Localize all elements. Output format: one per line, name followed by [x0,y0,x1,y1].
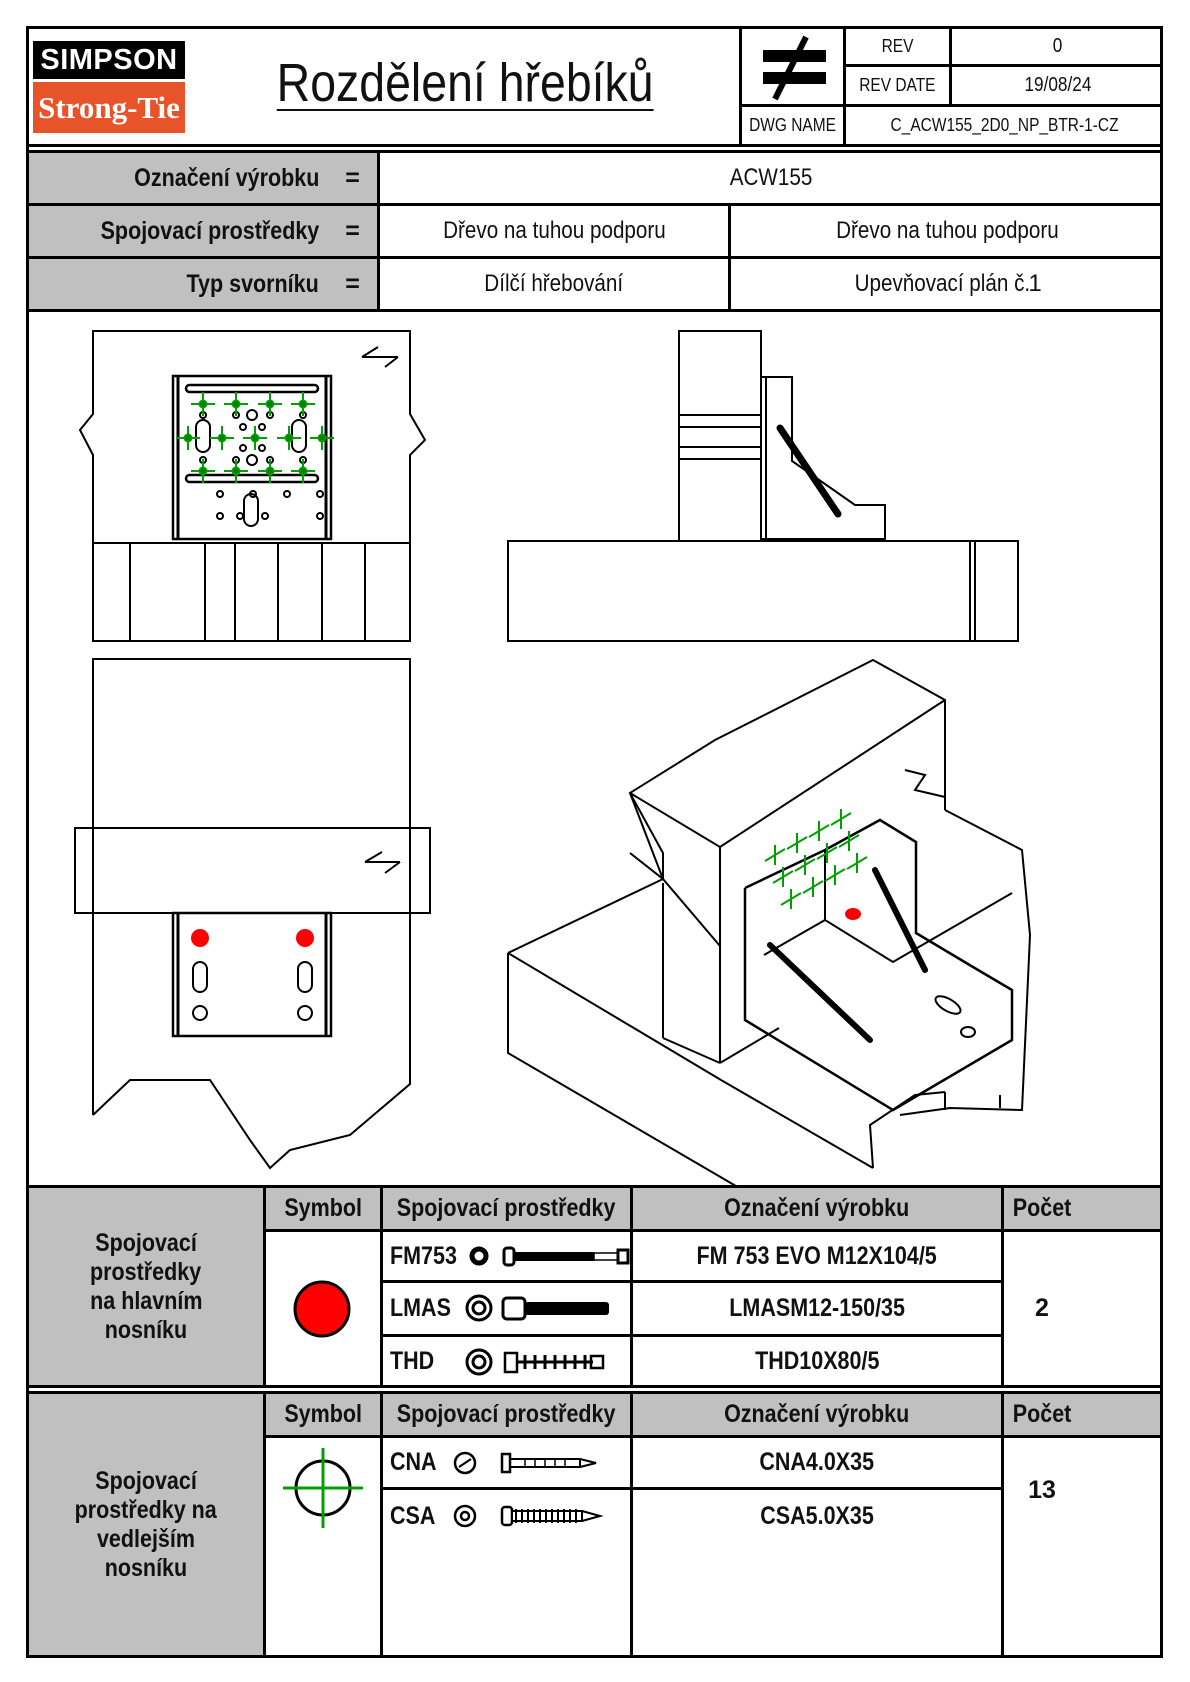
product-code: CSA5.0X35 [760,1501,874,1530]
dwg-name-label: DWG NAME [749,115,836,135]
hex-bolt-icon [463,1294,613,1323]
column-header-count: Počet [1012,1194,1072,1222]
not-equal-icon [742,29,843,104]
red-fastener-dot [191,929,209,947]
column-header-count: Počet [1012,1400,1072,1428]
product-code: FM 753 EVO M12X104/5 [696,1241,938,1270]
concrete-screw-icon [463,1348,613,1376]
red-dot-icon [293,1280,351,1338]
logo-strong-tie: Strong-Tie [33,82,185,133]
green-fastener-marker [786,833,808,853]
product-code: LMASM12-150/35 [729,1294,905,1322]
table-header-main-bg [266,1188,1160,1230]
rev-label: REV [881,36,914,56]
plan-view [74,658,431,1170]
front-view [78,330,427,642]
fastener-count-main: 2 [1035,1294,1049,1322]
product-code: THD10X80/5 [754,1346,880,1375]
column-header-fasteners: Spojovací prostředky [397,1400,616,1428]
section-label-secondary: Spojovací prostředky na vedlejším nosník… [74,1466,218,1582]
fastener-code: LMAS [390,1294,451,1322]
green-fastener-marker [291,459,315,483]
equals-sign: = [345,163,360,192]
red-fastener-dot [296,929,314,947]
green-fastener-marker [224,392,248,416]
green-fastener-marker [780,889,802,909]
fastener-code: CNA [390,1448,437,1476]
fastener-value-secondary: Dřevo na tuhou podporu [835,217,1059,244]
equals-sign: = [345,216,360,245]
red-fastener-markers [191,908,861,947]
fastener-code: CSA [390,1501,436,1530]
green-fastener-marker [176,426,200,450]
info-label-fasteners: Spojovací prostředky [100,216,319,245]
green-fastener-marker [838,831,860,851]
section-label-secondary-bg [29,1394,263,1655]
green-fastener-marker [772,867,794,887]
column-header-symbol: Symbol [284,1400,362,1428]
green-fastener-marker [210,426,234,450]
green-fastener-marker [191,392,215,416]
fastener-value-main: Dřevo na tuhou podporu [442,217,666,244]
product-code: CNA4.0X35 [759,1448,875,1476]
green-fastener-marker [802,877,824,897]
fastener-count-secondary: 13 [1028,1475,1056,1504]
page-title: Rozdělení hřebíků [215,40,715,125]
info-label-product: Označení výrobku [133,163,319,192]
fastener-code: THD [390,1346,435,1375]
logo-simpson: SIMPSON [33,41,185,79]
logo-text-top: SIMPSON [40,43,178,76]
bolt-type-value: Dílčí hřebování [484,270,624,297]
page-title-text: Rozdělení hřebíků [276,52,654,113]
green-fastener-marker [816,843,838,863]
green-fastener-markers [176,392,868,909]
green-fastener-marker [258,392,282,416]
logo-text-bottom: Strong-Tie [38,89,180,125]
info-label-column [29,153,378,310]
red-fastener-dot [845,908,861,920]
green-fastener-marker [291,392,315,416]
column-header-fasteners: Spojovací prostředky [397,1194,616,1222]
screw-icon [450,1503,610,1529]
section-label-main: Spojovací prostředky na hlavním nosníku [89,1228,203,1344]
green-fastener-marker [277,426,301,450]
info-label-bolt-type: Typ svorníku [186,269,319,298]
rev-date-value: 19/08/24 [1024,74,1091,96]
rev-value: 0 [1052,35,1063,57]
section-label-main-bg [29,1188,263,1385]
side-view [507,330,1019,642]
green-fastener-marker [243,426,267,450]
green-fastener-marker [764,845,786,865]
green-fastener-marker [258,459,282,483]
green-crosshair-icon [281,1446,365,1530]
anchor-bolt-icon [468,1244,630,1270]
rev-date-label: REV DATE [859,75,936,95]
dwg-name-value: C_ACW155_2D0_NP_BTR-1-CZ [890,115,1119,135]
drawing-frame [26,26,1163,1658]
column-header-product: Označení výrobku [724,1400,910,1428]
green-fastener-marker [830,809,852,829]
nail-icon [450,1450,610,1476]
fixing-plan-label: Upevňovací plán č. [854,270,1030,297]
green-fastener-marker [808,821,830,841]
fixing-plan-number: 1 [1028,270,1042,297]
equals-sign: = [345,269,360,298]
green-fastener-marker [794,855,816,875]
green-fastener-marker [310,426,334,450]
green-fastener-marker [224,459,248,483]
column-header-symbol: Symbol [284,1194,362,1222]
fastener-code: FM753 [390,1241,457,1270]
column-header-product: Označení výrobku [724,1194,910,1222]
green-fastener-marker [846,853,868,873]
green-fastener-marker [824,865,846,885]
table-header-secondary-bg [266,1394,1160,1435]
green-fastener-marker [191,459,215,483]
isometric-view [507,658,1032,1204]
product-value: ACW155 [730,164,813,191]
